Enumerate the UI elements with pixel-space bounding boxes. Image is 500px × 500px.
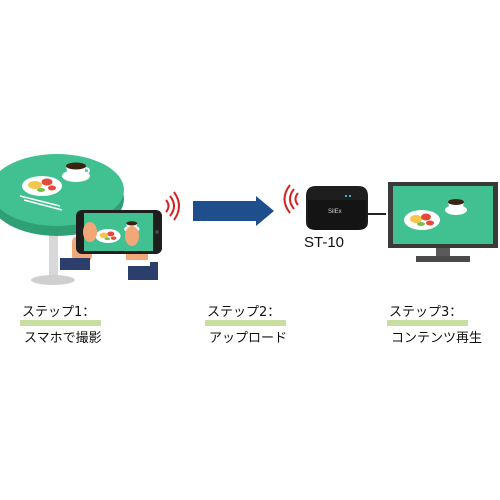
device-signal-icon	[283, 184, 299, 214]
step-2-title: ステップ2：	[205, 306, 287, 326]
table-food	[19, 162, 90, 211]
step-3-title: ステップ3：	[387, 306, 469, 326]
device-name-label: ST-10	[304, 234, 345, 251]
step-3-caption: コンテンツ再生	[391, 331, 483, 346]
step-1-title: ステップ1：	[20, 306, 102, 326]
phone-signal-icon	[165, 191, 180, 221]
smartphone	[76, 210, 162, 254]
st10-device: SilEx	[306, 186, 368, 230]
step-2-caption: アップロード	[209, 331, 288, 346]
device-logo: SilEx	[328, 209, 342, 215]
step-1-caption: スマホで撮影	[24, 331, 102, 346]
display-monitor	[388, 182, 498, 262]
upload-arrow	[193, 196, 274, 226]
